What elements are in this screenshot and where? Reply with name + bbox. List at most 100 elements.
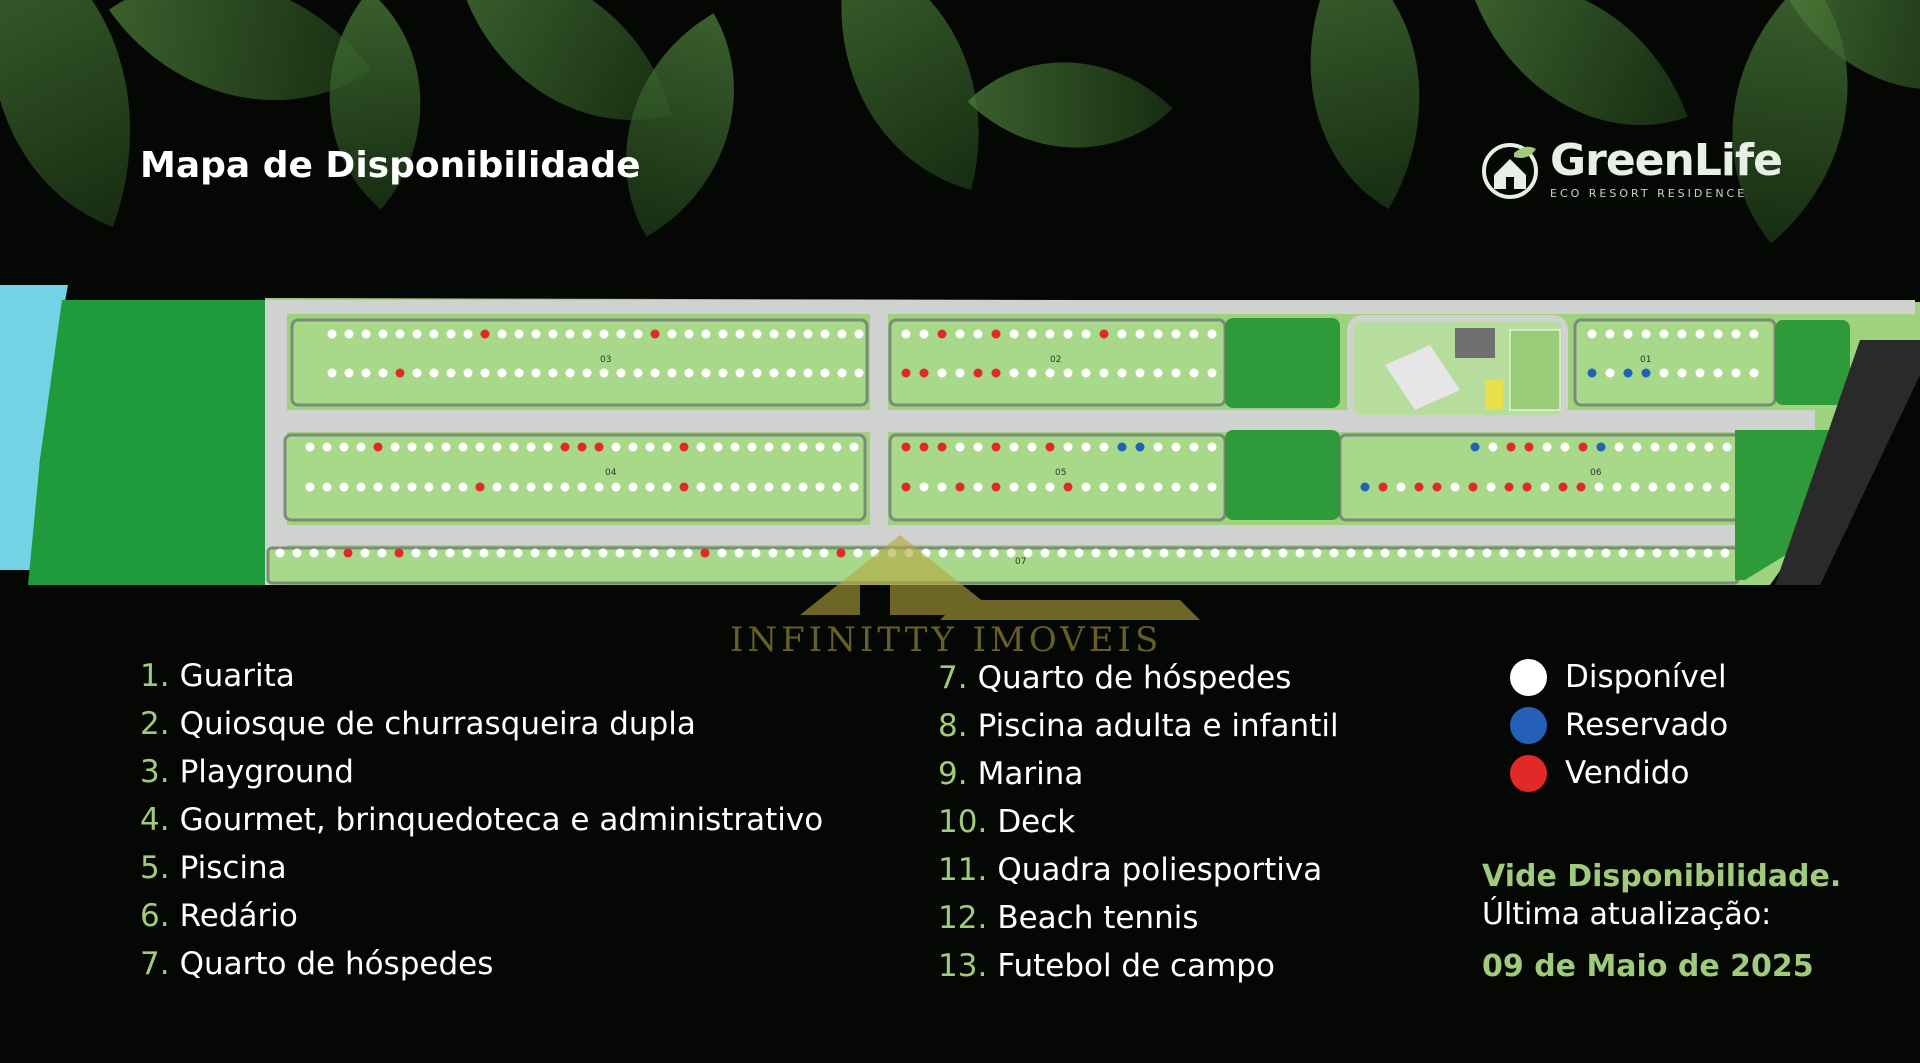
legend-item: 2.Quiosque de churrasqueira dupla (140, 700, 823, 748)
lot-marker (1431, 548, 1441, 558)
lot-marker (1558, 482, 1568, 492)
legend-item: 10.Deck (938, 798, 1339, 846)
lot-marker (429, 329, 439, 339)
lot-marker (666, 548, 676, 558)
lot-marker (667, 368, 677, 378)
lot-marker (514, 368, 524, 378)
lot-marker (305, 482, 315, 492)
lot-marker (815, 482, 825, 492)
lot-marker (1669, 548, 1679, 558)
lot-marker (1171, 442, 1181, 452)
legend-item-number: 3. (140, 754, 170, 790)
legend-item-label: Beach tennis (997, 900, 1199, 936)
lot-marker (919, 482, 929, 492)
lot-marker (390, 442, 400, 452)
lot-marker (1397, 548, 1407, 558)
lot-marker (1027, 442, 1037, 452)
lot-marker (1704, 442, 1714, 452)
lot-marker (1578, 442, 1588, 452)
lot-marker (356, 482, 366, 492)
lot-marker (577, 442, 587, 452)
lot-marker (275, 548, 285, 558)
lot-marker (497, 329, 507, 339)
lot-marker (599, 329, 609, 339)
lot-marker (1567, 548, 1577, 558)
lot-marker (1648, 482, 1658, 492)
lot-marker (1488, 442, 1498, 452)
lot-marker (1207, 329, 1217, 339)
lot-marker (1081, 442, 1091, 452)
lot-marker (1722, 442, 1732, 452)
update-line-1: Vide Disponibilidade. (1482, 859, 1842, 894)
road-top (265, 300, 1915, 314)
block-label: 05 (1055, 468, 1066, 478)
lot-marker (1596, 442, 1606, 452)
lot-marker (798, 482, 808, 492)
lot-marker (1171, 368, 1181, 378)
block-label: 06 (1590, 468, 1602, 478)
lot-marker (849, 482, 859, 492)
lot-marker (560, 482, 570, 492)
legend-item-label: Piscina adulta e infantil (977, 708, 1339, 744)
lot-marker (713, 482, 723, 492)
lot-marker (581, 548, 591, 558)
lot-marker (1506, 442, 1516, 452)
lot-marker (1040, 548, 1050, 558)
lot-marker (611, 442, 621, 452)
lot-marker (327, 368, 337, 378)
lot-marker (548, 368, 558, 378)
lot-marker (854, 329, 864, 339)
lot-marker (531, 329, 541, 339)
lot-marker (1244, 548, 1254, 558)
lot-marker (1659, 329, 1669, 339)
lot-marker (815, 442, 825, 452)
lot-marker (531, 368, 541, 378)
lot-marker (526, 442, 536, 452)
lot-marker (1380, 548, 1390, 558)
legend-item: 13.Futebol de campo (938, 942, 1339, 990)
lot-marker (1099, 329, 1109, 339)
lot-marker (701, 368, 711, 378)
lot-marker (458, 482, 468, 492)
lot-marker (1584, 548, 1594, 558)
lot-marker (764, 442, 774, 452)
lot-marker (991, 368, 1001, 378)
lot-marker (1668, 442, 1678, 452)
preservation-area (28, 300, 270, 585)
greenlife-logo: GreenLife ECO RESORT RESIDENCE (1480, 135, 1790, 205)
watermark-text: INFINITTY IMOVEIS (730, 620, 1163, 660)
lot-marker (492, 482, 502, 492)
lot-marker (565, 329, 575, 339)
lot-marker (326, 548, 336, 558)
lot-marker (919, 442, 929, 452)
lot-marker (339, 442, 349, 452)
lot-marker (1731, 329, 1741, 339)
lot-marker (458, 442, 468, 452)
lot-marker (1207, 482, 1217, 492)
lot-marker (973, 368, 983, 378)
lot-marker (1587, 329, 1597, 339)
lot-marker (1468, 482, 1478, 492)
legend-item-label: Quarto de hóspedes (977, 660, 1292, 696)
lot-marker (1006, 548, 1016, 558)
legend-item-label: Quadra poliesportiva (997, 852, 1323, 888)
lot-marker (1618, 548, 1628, 558)
lot-marker (1207, 368, 1217, 378)
lot-marker (611, 482, 621, 492)
lot-marker (1695, 329, 1705, 339)
lot-marker (1045, 368, 1055, 378)
lot-marker (424, 482, 434, 492)
lot-marker (955, 442, 965, 452)
lot-marker (937, 482, 947, 492)
lot-marker (1470, 442, 1480, 452)
legend-item-number: 12. (938, 900, 988, 936)
lot-marker (1027, 482, 1037, 492)
court-12 (1485, 380, 1503, 410)
lot-marker (1550, 548, 1560, 558)
lot-marker (1091, 548, 1101, 558)
lot-marker (628, 482, 638, 492)
lot-marker (564, 548, 574, 558)
legend-item-number: 10. (938, 804, 988, 840)
lot-marker (1594, 482, 1604, 492)
